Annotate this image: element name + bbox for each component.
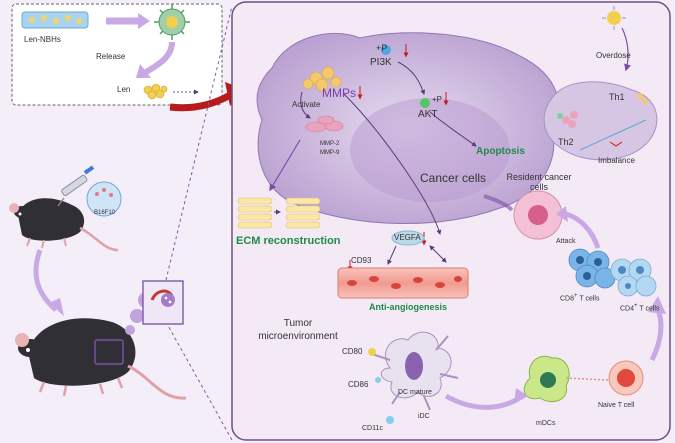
vegfa-node: [391, 230, 425, 246]
phospho-label-2: +P: [432, 95, 443, 104]
b16f10-bubble: [86, 181, 122, 217]
mouse-progression-arrow: [33, 249, 58, 312]
cd80-label: CD80: [342, 347, 363, 356]
overdose-label: Overdose: [596, 51, 631, 60]
ecm-fibers-right: [285, 197, 321, 229]
len-nbhs-released: [154, 4, 190, 40]
anti-angiogenesis-label: Anti-angiogenesis: [369, 302, 448, 312]
apoptosis-label: Apoptosis: [476, 146, 525, 157]
cd4-label: CD4+ T cells: [620, 303, 660, 313]
activate-label: Activate: [292, 100, 321, 109]
cd11c-label: CD11c: [362, 425, 383, 432]
vegfa-label: VEGFA: [394, 233, 421, 242]
naive-t-cell-label: Naive T cell: [598, 402, 635, 409]
dc-mature-label: DC mature: [398, 389, 432, 396]
cd8-label: CD8+ T cells: [560, 293, 600, 303]
mmp-activated: [305, 115, 344, 133]
pi3k-label: PI3K: [370, 57, 392, 68]
th1-label: Th1: [609, 92, 625, 102]
len-nbhs-particles: [29, 15, 82, 24]
release-down-arrow: [144, 41, 175, 75]
mmps-label: MMPs: [322, 86, 356, 100]
tme-label: Tumor microenvironment: [258, 318, 338, 342]
len-label: Len: [117, 85, 131, 94]
mmp-cluster: [302, 66, 342, 92]
release-label: Release: [96, 52, 126, 61]
cd93-label: CD93: [351, 256, 372, 265]
th2-label: Th2: [558, 137, 574, 147]
dc-receptors: [368, 348, 394, 424]
phospho-label-1: +P: [376, 43, 388, 53]
attack-label: Attack: [556, 238, 576, 245]
mdc: [523, 355, 570, 402]
red-curved-arrow: [169, 90, 234, 112]
dc-mature: [371, 331, 459, 411]
ecm-label: ECM reconstruction: [236, 235, 341, 247]
blood-vessel: [337, 267, 469, 299]
th-blob: [543, 81, 658, 161]
pi3k-node: [381, 45, 391, 55]
len-cluster: [143, 83, 168, 100]
mmp9-label: MMP-9: [320, 150, 340, 156]
mouse-1: [9, 198, 119, 252]
mdcs-label: mDCs: [536, 420, 556, 427]
cancer-cell-inner: [350, 98, 510, 202]
ecm-fibers-left: [237, 197, 273, 229]
len-nbhs-label: Len-NBHs: [24, 35, 61, 44]
tumor-icon: [150, 289, 175, 307]
syringe: [57, 165, 95, 207]
akt-node: [420, 98, 430, 108]
b16f10-label: B16F10: [94, 210, 116, 216]
akt-label: AKT: [418, 109, 438, 120]
cancer-cells-label: Cancer cells: [420, 171, 487, 185]
idc-label: iDC: [418, 413, 430, 420]
mmp2-label: MMP-2: [320, 141, 340, 147]
mouse-2: [15, 318, 187, 400]
resident-cancer-cells-label: Resident cancer cells: [506, 172, 572, 193]
overdose-particle: [602, 6, 626, 30]
imbalance-label: Imbalance: [598, 156, 635, 165]
cd86-label: CD86: [348, 380, 369, 389]
